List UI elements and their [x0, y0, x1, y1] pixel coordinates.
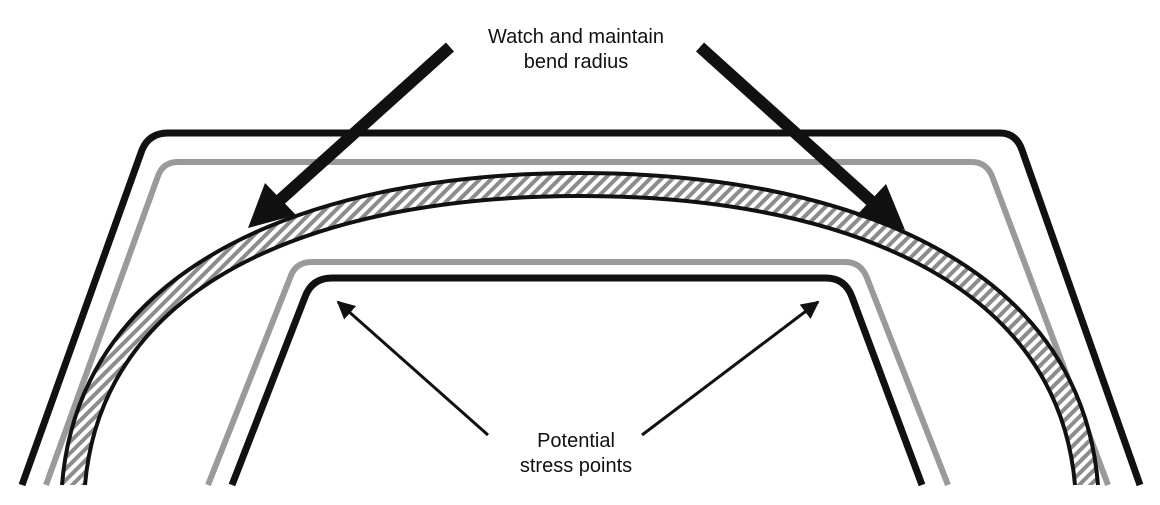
- bend-radius-arrow-right: [695, 42, 905, 230]
- bend-radius-arrow-left: [248, 42, 455, 228]
- outer-gray-track: [43, 159, 1111, 487]
- inner-frame-outline: [228, 274, 926, 487]
- cable-arc-outer-edge: [60, 170, 1100, 486]
- outer-frame-outline: [18, 129, 1144, 487]
- stress-point-arrow-right: [641, 300, 820, 437]
- stress-points-label-line1: Potential: [537, 430, 615, 452]
- cable-arc-inner-edge: [83, 193, 1077, 486]
- stress-points-label-line2: stress points: [520, 455, 632, 477]
- stress-point-arrow-left: [336, 300, 489, 437]
- bend-radius-label-line1: Watch and maintain: [488, 26, 664, 48]
- bend-radius-label-line2: bend radius: [524, 51, 629, 73]
- inner-gray-track: [205, 259, 951, 487]
